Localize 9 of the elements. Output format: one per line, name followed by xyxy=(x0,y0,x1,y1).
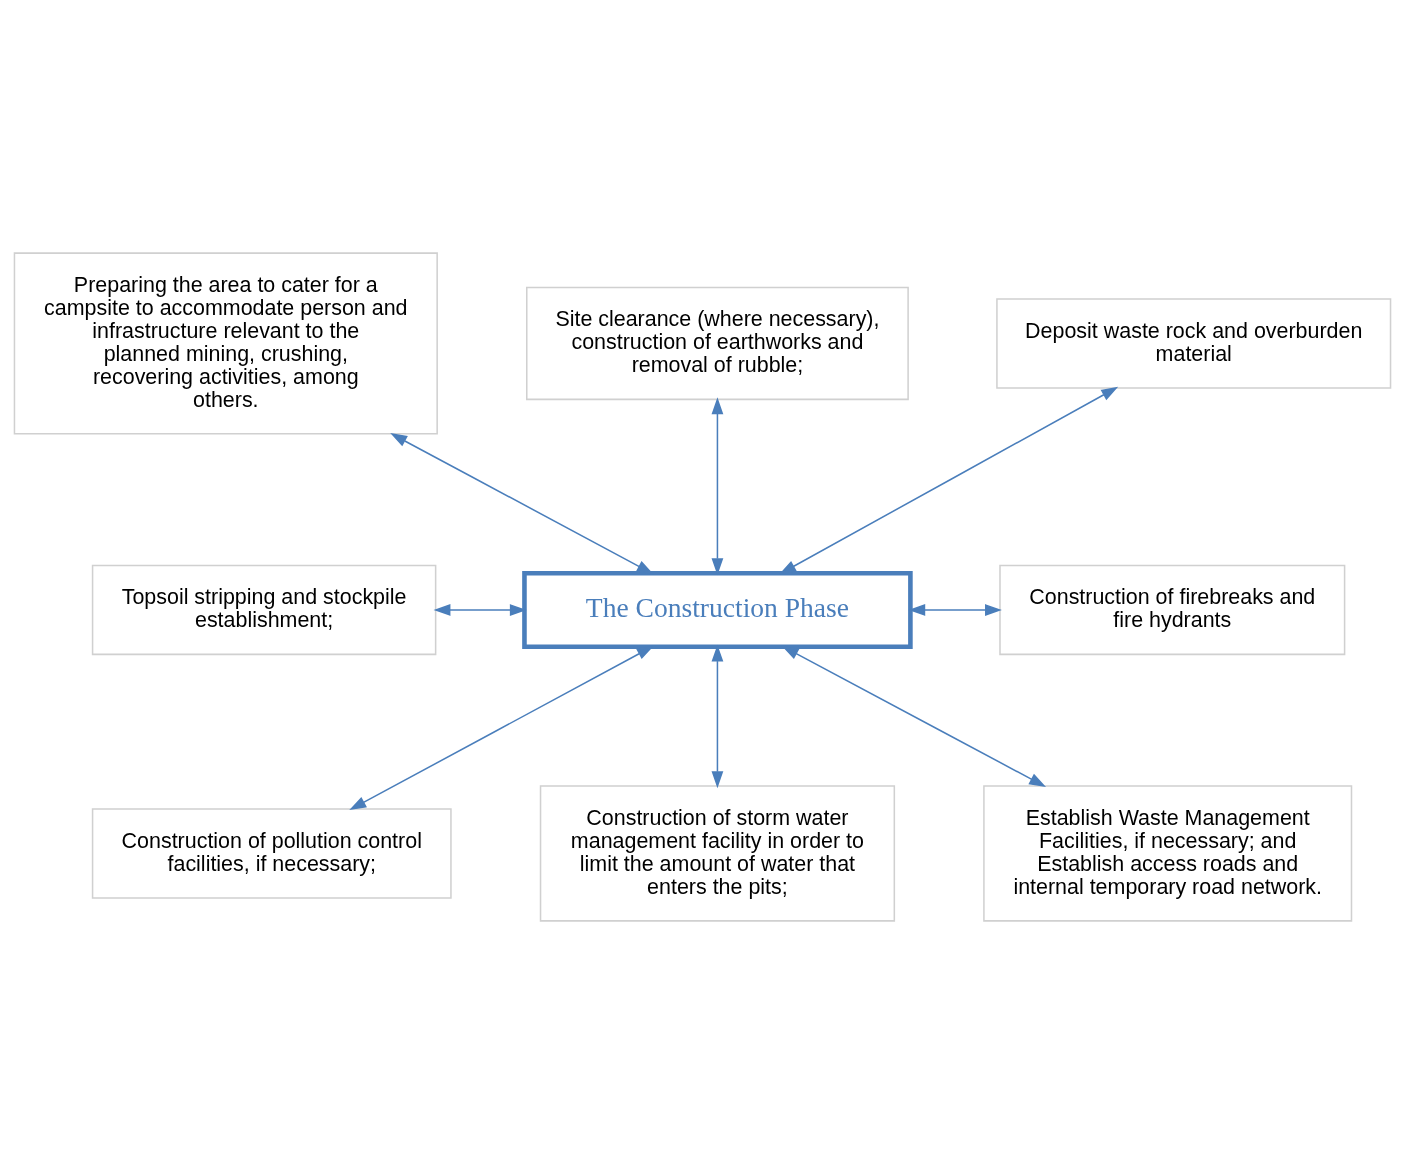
node-box: Construction of firebreaks and fire hydrants xyxy=(999,564,1346,656)
node-box: Establish Waste Management Facilities, if necessary; and Establish access roads and internal temporary road network. xyxy=(983,785,1353,922)
node-box: Construction of storm water management facility in order to limit the amount of water that enters the pits; xyxy=(539,785,896,922)
node-box: Topsoil stripping and stockpile establishment; xyxy=(91,564,437,656)
node-box: Deposit waste rock and overburden material xyxy=(996,298,1392,389)
node-box: Preparing the area to cater for a campsite to accommodate person and infrastructure relevant to the planned mining, crushing, recovering activities, among others. xyxy=(13,252,438,435)
node-box: Construction of pollution control facilities, if necessary; xyxy=(91,808,452,899)
node-box: Site clearance (where necessary), construction of earthworks and removal of rubble; xyxy=(526,286,909,401)
node-box: The Construction Phase xyxy=(522,570,913,650)
